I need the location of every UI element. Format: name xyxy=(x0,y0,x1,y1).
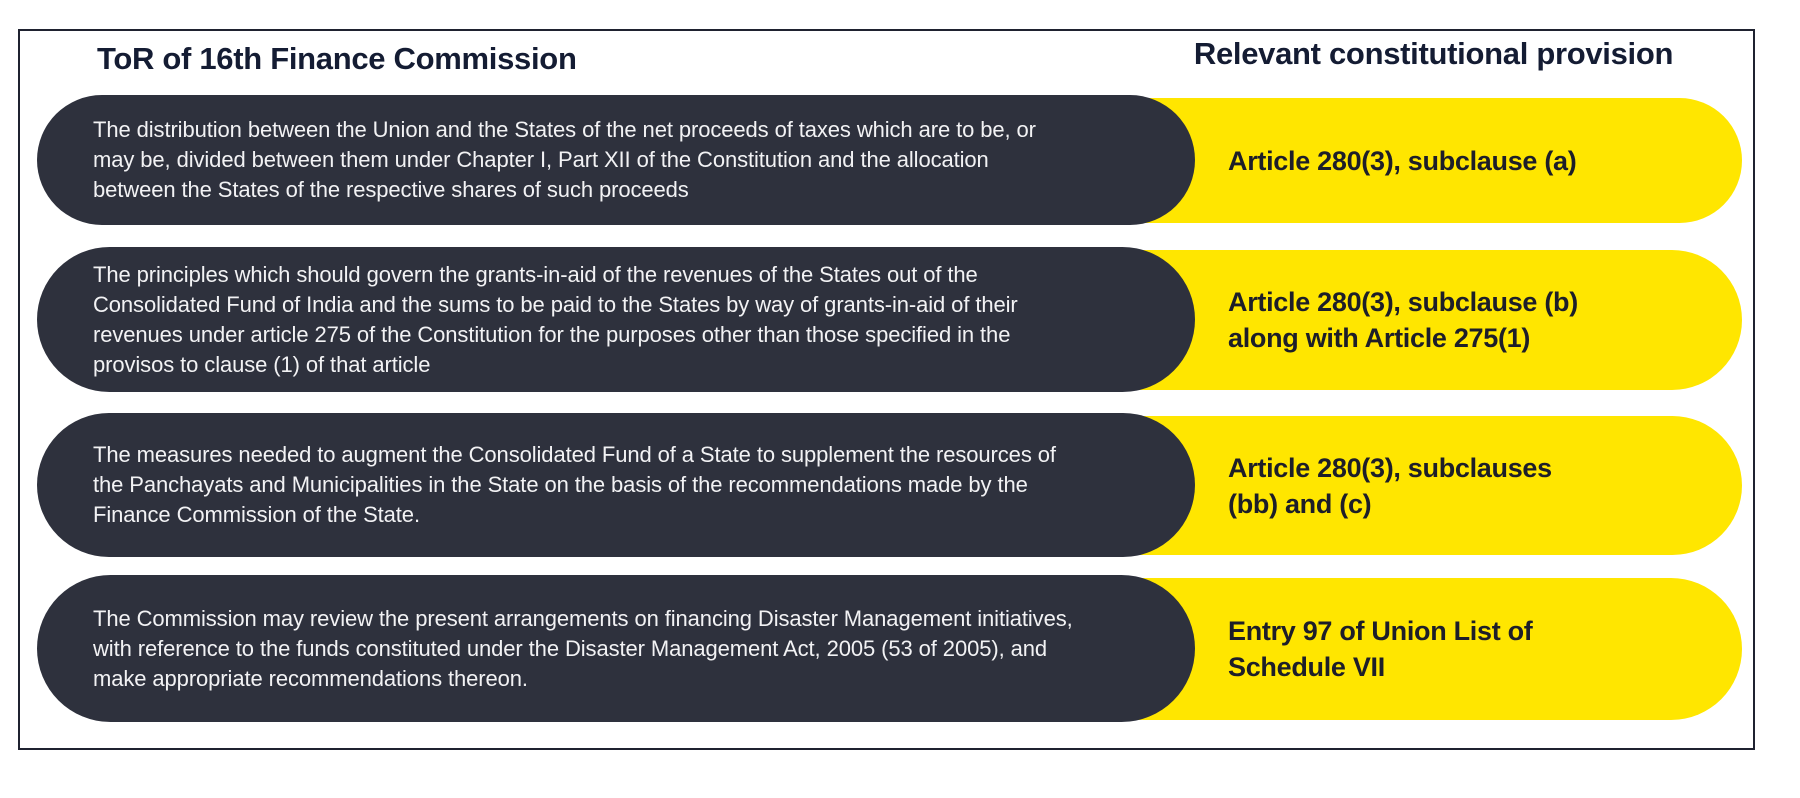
provision-text-line: Entry 97 of Union List of xyxy=(1228,616,1533,646)
tor-text: The distribution between the Union and t… xyxy=(93,117,1036,202)
tor-text: The Commission may review the present ar… xyxy=(93,605,1073,691)
provision-text-line: Schedule VII xyxy=(1228,652,1385,682)
provision-text-line: Article 280(3), subclause (b) xyxy=(1228,287,1578,317)
tor-cell: The principles which should govern the g… xyxy=(37,247,1195,392)
tor-cell: The measures needed to augment the Conso… xyxy=(37,413,1195,557)
tor-cell: The Commission may review the present ar… xyxy=(37,575,1195,722)
column-header-tor: ToR of 16th Finance Commission xyxy=(97,41,577,76)
table-row: Article 280(3), subclause (b) along with… xyxy=(20,247,1753,392)
table-row: Article 280(3), subclause (a) The distri… xyxy=(20,95,1753,225)
tor-text: The principles which should govern the g… xyxy=(93,261,1018,377)
table-frame: ToR of 16th Finance Commission Relevant … xyxy=(18,29,1755,750)
provision-text-line: Article 280(3), subclauses xyxy=(1228,452,1552,483)
table-row: Article 280(3), subclauses (bb) and (c) … xyxy=(20,413,1753,557)
column-header-provision: Relevant constitutional provision xyxy=(1193,36,1674,71)
provision-text-line: along with Article 275(1) xyxy=(1228,323,1531,353)
table-row: Entry 97 of Union List of Schedule VII T… xyxy=(20,575,1753,722)
tor-cell: The distribution between the Union and t… xyxy=(37,95,1195,225)
provision-text-line: (bb) and (c) xyxy=(1228,488,1372,519)
tor-text: The measures needed to augment the Conso… xyxy=(93,442,1056,527)
provision-text-line: Article 280(3), subclause (a) xyxy=(1228,145,1577,176)
